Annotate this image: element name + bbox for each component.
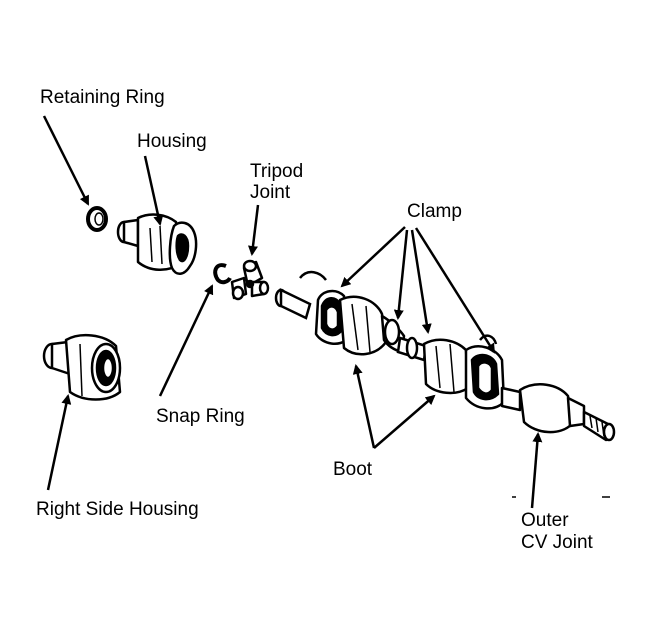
tripod-label: Tripod	[250, 161, 304, 182]
boot-label: Boot	[333, 459, 373, 480]
snap-ring-arrow	[158, 284, 214, 397]
housing-arrow	[143, 155, 164, 226]
clamp-arrow-4	[414, 227, 496, 354]
axle-shaft-inner	[274, 270, 327, 320]
housing-part	[116, 213, 198, 275]
snap-ring-part	[213, 263, 232, 285]
cv-joint-label: CV Joint	[521, 532, 593, 553]
retaining-ring-part	[86, 206, 108, 232]
clamp-label: Clamp	[407, 201, 462, 222]
joint-label: Joint	[250, 182, 291, 203]
tripod-joint-part	[230, 259, 270, 301]
clamp-arrow-1	[340, 226, 406, 288]
outer-cv-joint-arrow	[530, 432, 543, 509]
right-side-housing-label: Right Side Housing	[36, 499, 199, 520]
housing-label: Housing	[137, 131, 207, 152]
snap-ring-label: Snap Ring	[156, 406, 245, 427]
outer-boot-part	[422, 334, 506, 410]
clamp-arrow-3	[410, 229, 432, 334]
outer-label: Outer	[521, 510, 569, 531]
retaining-ring-arrow	[42, 115, 90, 206]
axle-shaft-center	[396, 336, 428, 362]
tripod-joint-arrow	[248, 204, 260, 256]
retaining-ring-label: Retaining Ring	[40, 87, 165, 108]
right-side-housing-part	[42, 333, 122, 401]
inner-boot-part	[314, 289, 406, 356]
leader-arrows	[42, 115, 543, 509]
right-side-housing-arrow	[46, 394, 72, 491]
clamp-arrow-2	[393, 229, 409, 320]
boot-arrow-1	[352, 364, 376, 449]
boot-arrow-2	[373, 394, 436, 449]
outer-cv-joint-part	[500, 383, 616, 442]
